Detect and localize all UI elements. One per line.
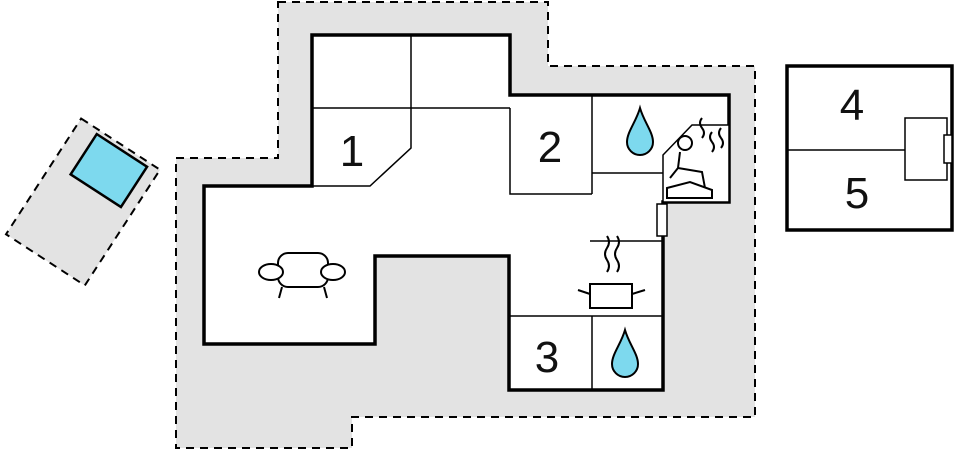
sofa-icon bbox=[258, 252, 346, 299]
water-drop-icon bbox=[625, 104, 655, 156]
room-label-5: 5 bbox=[845, 169, 869, 218]
room-label-2: 2 bbox=[538, 123, 562, 172]
annex-building bbox=[785, 64, 954, 232]
pool-deck bbox=[4, 117, 162, 287]
water-drop-icon bbox=[610, 326, 640, 378]
pool-icon bbox=[68, 132, 149, 209]
kitchen-pot-icon bbox=[577, 235, 646, 309]
room-label-1: 1 bbox=[340, 127, 364, 176]
annex-door-marker bbox=[943, 134, 953, 164]
room-label-3: 3 bbox=[535, 333, 559, 382]
room-label-4: 4 bbox=[840, 81, 864, 130]
sauna-icon bbox=[666, 117, 724, 199]
door-marker bbox=[656, 203, 668, 237]
